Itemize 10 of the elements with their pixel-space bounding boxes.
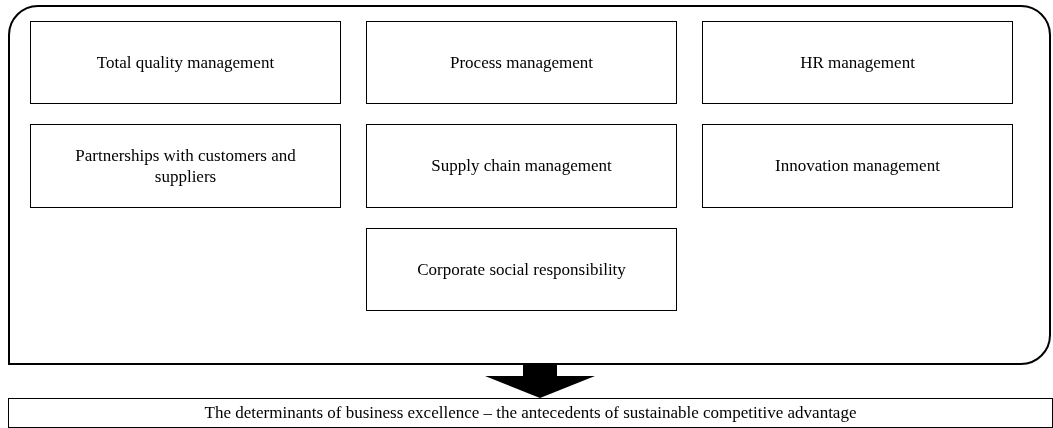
text-box: Supply chain management xyxy=(366,124,677,208)
text-box: Total quality management xyxy=(30,21,341,104)
text-box: Innovation management xyxy=(702,124,1013,208)
outer-frame xyxy=(8,5,1051,365)
block-arrow xyxy=(485,365,595,398)
text-box: The determinants of business excellence – the antecedents of sustainable competitive advantage xyxy=(8,398,1053,428)
text-box: Process management xyxy=(366,21,677,104)
text-box: Partnerships with customers and suppliers xyxy=(30,124,341,208)
text-box: Corporate social responsibility xyxy=(366,228,677,311)
text-box: HR management xyxy=(702,21,1013,104)
